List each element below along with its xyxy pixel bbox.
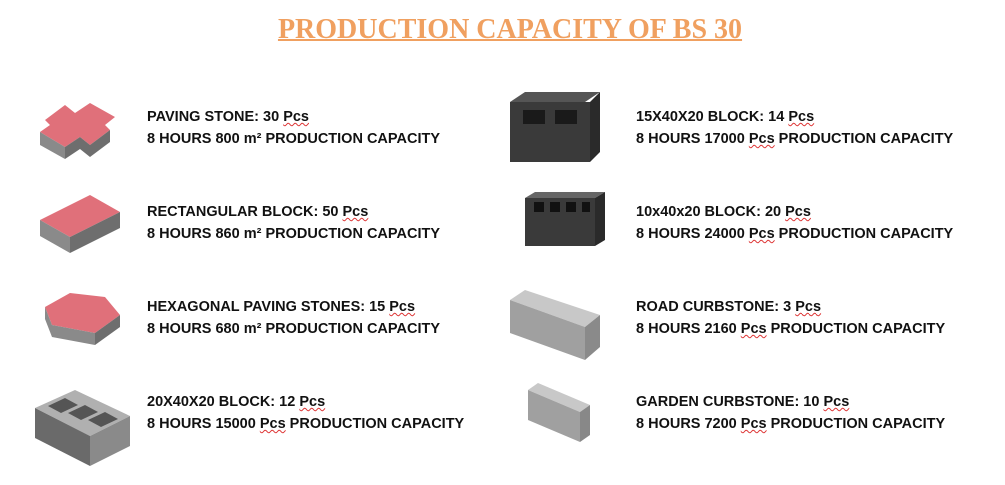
block-10-text: 10x40x20 BLOCK: 20 Pcs 8 HOURS 24000 Pcs…: [636, 201, 953, 245]
capacity-label: PRODUCTION CAPACITY: [774, 131, 954, 147]
block-20-text: 20X40X20 BLOCK: 12 Pcs 8 HOURS 15000 Pcs…: [147, 391, 464, 435]
page-title: PRODUCTION CAPACITY OF BS 30: [277, 14, 743, 45]
capacity: 8 HOURS 2160: [636, 321, 741, 337]
product-name: GARDEN CURBSTONE: 10: [636, 394, 820, 410]
hollow-block-15-icon: [510, 92, 600, 162]
unit: Pcs: [389, 299, 416, 315]
hollow-block-10-icon: [525, 192, 605, 246]
capacity: 8 HOURS 24000: [636, 226, 749, 242]
capacity-label: PRODUCTION CAPACITY: [766, 416, 946, 432]
road-curbstone-text: ROAD CURBSTONE: 3 Pcs 8 HOURS 2160 Pcs P…: [636, 296, 945, 340]
unit: Pcs: [823, 394, 850, 410]
capacity: 8 HOURS 680 m² PRODUCTION CAPACITY: [147, 321, 440, 337]
product-name: HEXAGONAL PAVING STONES: 15: [147, 299, 386, 315]
unit: Pcs: [748, 131, 775, 147]
product-name: 15X40X20 BLOCK: 14: [636, 109, 785, 125]
unit: Pcs: [795, 299, 822, 315]
hexagonal-paving-text: HEXAGONAL PAVING STONES: 15 Pcs 8 HOURS …: [147, 296, 440, 340]
product-name: PAVING STONE: 30: [147, 109, 280, 125]
product-name: 20X40X20 BLOCK: 12: [147, 394, 296, 410]
capacity: 8 HOURS 15000: [147, 416, 260, 432]
rectangular-block-text: RECTANGULAR BLOCK: 50 Pcs 8 HOURS 860 m²…: [147, 201, 440, 245]
product-name: 10x40x20 BLOCK: 20: [636, 204, 782, 220]
hexagonal-paving-stone-icon: [45, 293, 120, 345]
capacity: 8 HOURS 860 m² PRODUCTION CAPACITY: [147, 226, 440, 242]
garden-curbstone-icon: [528, 383, 590, 442]
capacity: 8 HOURS 7200: [636, 416, 741, 432]
paving-stone-icon: [40, 103, 115, 159]
capacity: 8 HOURS 17000: [636, 131, 749, 147]
product-name: RECTANGULAR BLOCK: 50: [147, 204, 339, 220]
product-name: ROAD CURBSTONE: 3: [636, 299, 792, 315]
garden-curbstone-text: GARDEN CURBSTONE: 10 Pcs 8 HOURS 7200 Pc…: [636, 391, 945, 435]
rectangular-block-icon: [40, 195, 120, 253]
hollow-block-20-icon: [35, 390, 130, 466]
capacity-label: PRODUCTION CAPACITY: [285, 416, 465, 432]
capacity: 8 HOURS 800 m² PRODUCTION CAPACITY: [147, 131, 440, 147]
paving-stone-text: PAVING STONE: 30 Pcs 8 HOURS 800 m² PROD…: [147, 106, 440, 150]
capacity-label: PRODUCTION CAPACITY: [774, 226, 954, 242]
unit: Pcs: [740, 321, 767, 337]
unit: Pcs: [299, 394, 326, 410]
block-15-text: 15X40X20 BLOCK: 14 Pcs 8 HOURS 17000 Pcs…: [636, 106, 953, 150]
unit: Pcs: [283, 109, 309, 125]
capacity-label: PRODUCTION CAPACITY: [766, 321, 946, 337]
unit: Pcs: [342, 204, 369, 220]
unit: Pcs: [748, 226, 775, 242]
unit: Pcs: [788, 109, 815, 125]
unit: Pcs: [785, 204, 811, 220]
unit: Pcs: [259, 416, 286, 432]
road-curbstone-icon: [510, 290, 600, 360]
unit: Pcs: [740, 416, 767, 432]
